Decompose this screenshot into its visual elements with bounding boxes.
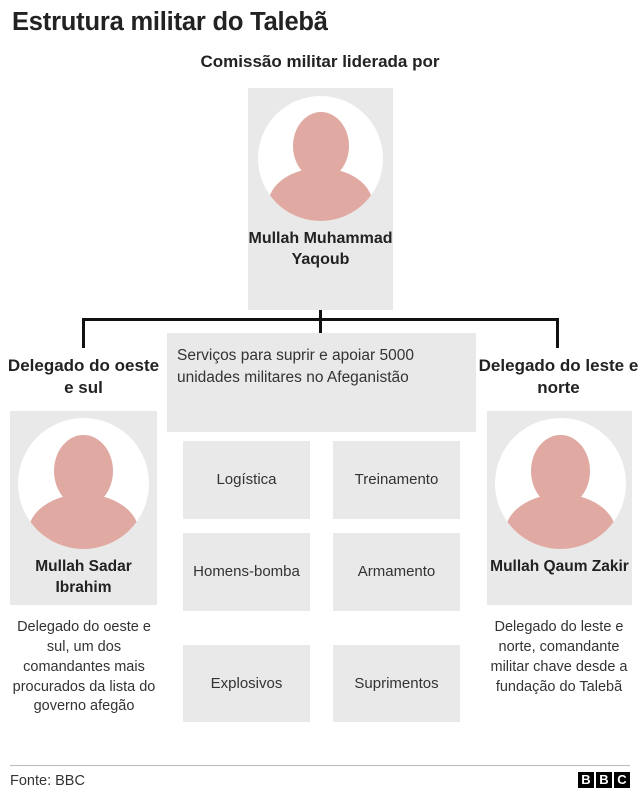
connector-drop-left <box>82 318 85 348</box>
service-box-logistica: Logística <box>183 441 310 519</box>
leader-avatar <box>258 96 383 221</box>
branch-heading-right: Delegado do leste e norte <box>478 356 639 398</box>
bbc-logo: B B C <box>578 772 630 788</box>
bbc-logo-letter-1: B <box>578 772 594 788</box>
page-title: Estrutura militar do Talebã <box>12 8 328 36</box>
service-box-homens-bomba: Homens-bomba <box>183 533 310 611</box>
left-person-description: Delegado do oeste e sul, um dos comandan… <box>12 619 156 715</box>
connector-stem-top <box>319 310 322 320</box>
footer-divider <box>10 765 630 766</box>
bbc-logo-letter-2: B <box>596 772 612 788</box>
right-person-avatar <box>495 418 626 549</box>
left-person-name: Mullah Sadar Ibrahim <box>35 558 132 596</box>
services-header-text: Serviços para suprir e apoiar 5000 unida… <box>177 347 414 386</box>
service-box-explosivos: Explosivos <box>183 645 310 722</box>
branch-heading-left: Delegado do oeste e sul <box>7 356 160 398</box>
avatar-body <box>268 168 373 221</box>
avatar-body <box>28 494 139 549</box>
bbc-logo-letter-3: C <box>614 772 630 788</box>
service-box-treinamento: Treinamento <box>333 441 460 519</box>
services-header-panel <box>167 333 476 432</box>
avatar-body <box>505 494 616 549</box>
connector-drop-right <box>556 318 559 348</box>
service-box-armamento: Armamento <box>333 533 460 611</box>
subtitle: Comissão militar liderada por <box>200 52 440 71</box>
connector-drop-center <box>319 318 322 338</box>
right-person-name: Mullah Qaum Zakir <box>490 558 629 575</box>
leader-name: Mullah Muhammad Yaqoub <box>248 230 393 269</box>
service-box-suprimentos: Suprimentos <box>333 645 460 722</box>
left-person-avatar <box>18 418 149 549</box>
right-person-description: Delegado do leste e norte, comandante mi… <box>490 619 628 695</box>
footer-source: Fonte: BBC <box>10 773 85 789</box>
